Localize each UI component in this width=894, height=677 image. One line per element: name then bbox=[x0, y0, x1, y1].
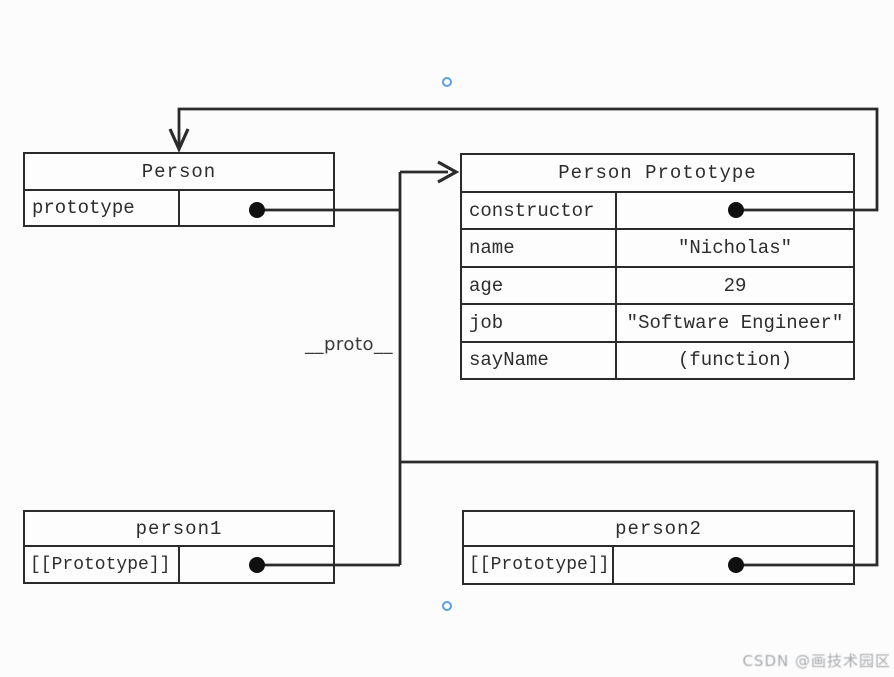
person-box: Person prototype bbox=[23, 152, 335, 227]
person2-prototype-slot-label: [[Prototype]] bbox=[464, 547, 614, 583]
constructor-row: constructor bbox=[462, 193, 853, 231]
person1-prototype-slot-label: [[Prototype]] bbox=[25, 547, 180, 582]
person-prototype-box-title: Person Prototype bbox=[462, 155, 853, 193]
person2-box-title: person2 bbox=[464, 512, 853, 547]
age-value: 29 bbox=[723, 274, 747, 297]
person1-box: person1 [[Prototype]] bbox=[23, 510, 335, 584]
anchor-handle-top-icon[interactable] bbox=[442, 77, 452, 87]
sayname-value: (function) bbox=[677, 349, 793, 372]
person-box-title: Person bbox=[25, 154, 333, 191]
person-prototype-box: Person Prototype constructor name "Nicho… bbox=[460, 153, 855, 380]
anchor-handle-bottom-icon[interactable] bbox=[442, 601, 452, 611]
person2-box: person2 [[Prototype]] bbox=[462, 510, 855, 585]
constructor-label: constructor bbox=[462, 193, 617, 229]
proto-annotation-label: __proto__ bbox=[305, 334, 394, 355]
name-row: name "Nicholas" bbox=[462, 230, 853, 268]
job-value: "Software Engineer" bbox=[626, 311, 844, 334]
name-label: name bbox=[462, 230, 617, 266]
age-row: age 29 bbox=[462, 267, 853, 306]
prototype-property-label: prototype bbox=[25, 191, 180, 225]
job-label: job bbox=[462, 305, 617, 341]
person1-box-title: person1 bbox=[25, 512, 333, 547]
arrow-down-head bbox=[168, 128, 190, 153]
person-prototype-property-row: prototype bbox=[25, 191, 333, 225]
job-row: job "Software Engineer" bbox=[462, 305, 853, 343]
csdn-watermark: CSDN @画技术园区 bbox=[742, 652, 891, 670]
sayname-label: sayName bbox=[462, 342, 617, 379]
name-value: "Nicholas" bbox=[677, 237, 793, 260]
person1-pointer-cell bbox=[180, 547, 333, 582]
age-label: age bbox=[462, 267, 617, 304]
prototype-pointer-cell bbox=[180, 191, 333, 225]
person1-prototype-row: [[Prototype]] bbox=[25, 547, 333, 582]
constructor-pointer-cell bbox=[617, 193, 853, 228]
person2-prototype-row: [[Prototype]] bbox=[464, 547, 853, 583]
person2-pointer-cell bbox=[614, 547, 853, 583]
arrow-right-head bbox=[437, 160, 460, 184]
sayname-row: sayName (function) bbox=[462, 342, 853, 379]
